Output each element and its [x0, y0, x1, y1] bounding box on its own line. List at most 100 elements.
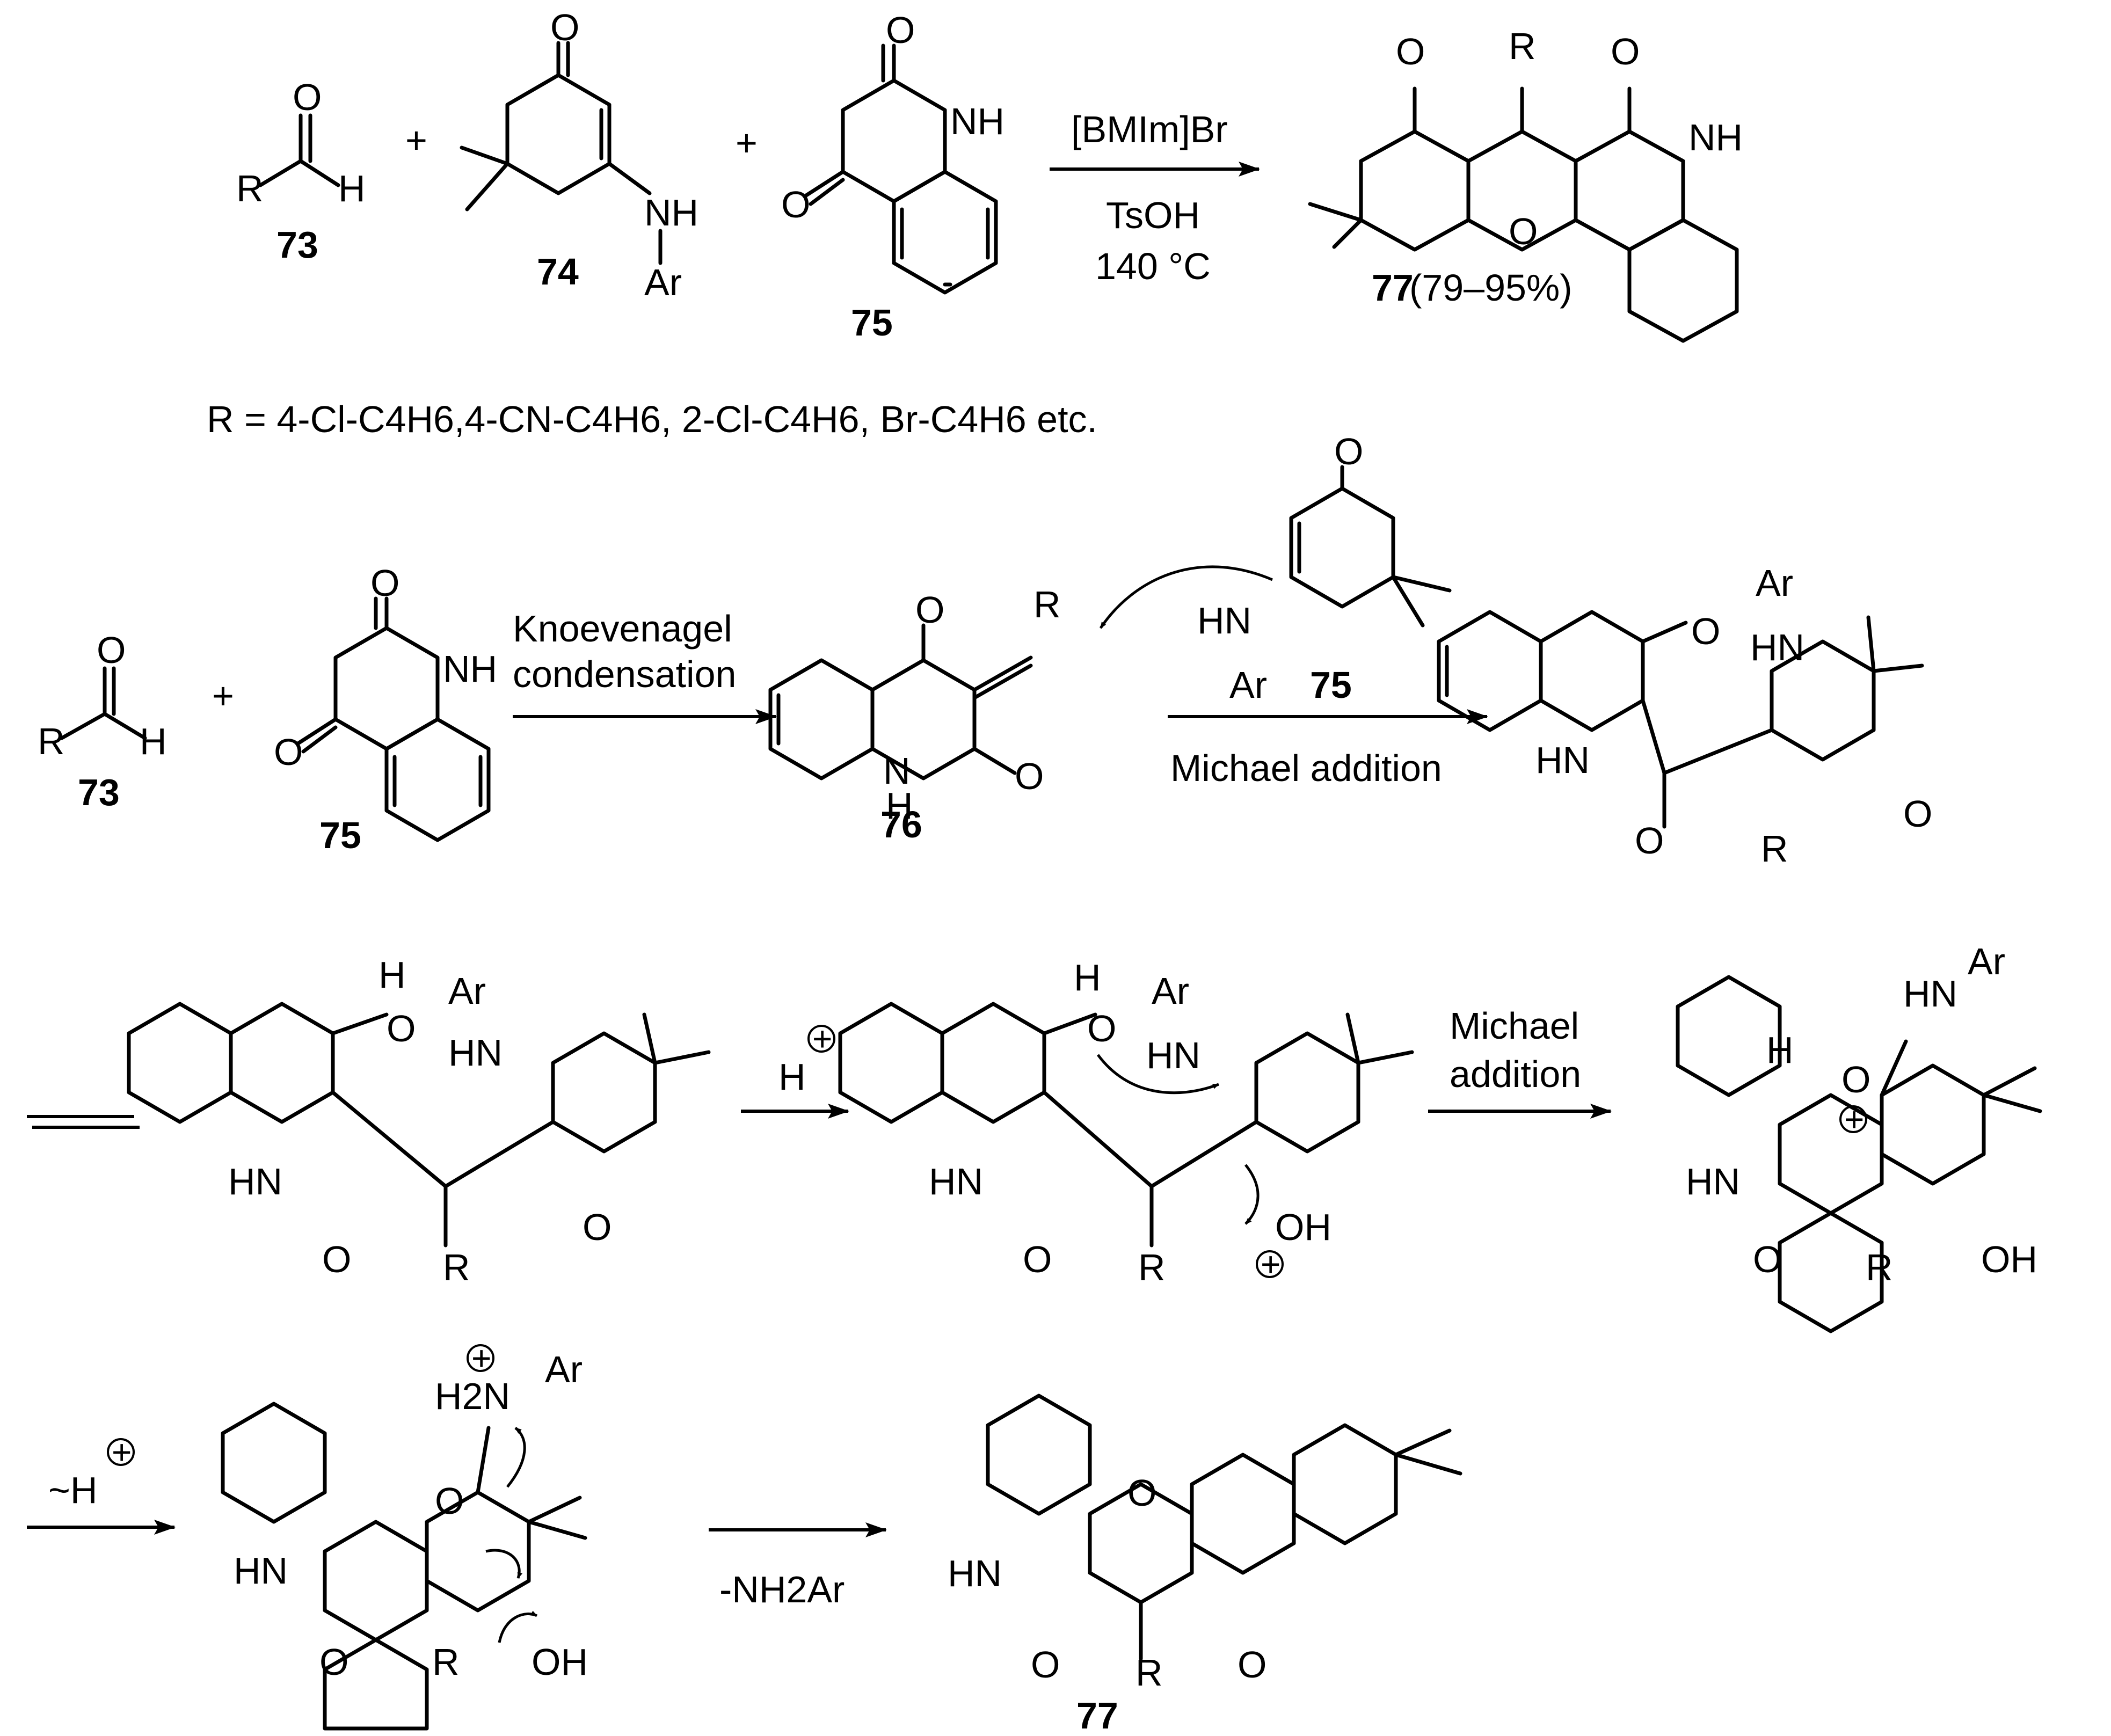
svg-text:Ar: Ar	[448, 970, 486, 1012]
svg-text:R: R	[236, 167, 264, 209]
svg-text:O: O	[274, 731, 303, 773]
svg-text:R: R	[1761, 828, 1788, 870]
row1-overall-reaction: O R H 73 + O NH Ar 74 +	[236, 6, 1743, 344]
svg-text:HN: HN	[234, 1550, 288, 1592]
svg-text:O: O	[1903, 793, 1932, 835]
svg-text:OH: OH	[532, 1641, 588, 1683]
svg-text:NH: NH	[950, 100, 1004, 142]
svg-text:HN: HN	[1535, 739, 1590, 781]
svg-text:R: R	[1135, 1652, 1163, 1694]
aldehyde-73-b: O R H 73	[38, 629, 167, 813]
svg-text:O: O	[1127, 1472, 1156, 1514]
enol-tautomer: H O Ar HN HN O R O	[127, 954, 711, 1288]
michael-arrow: Michael addition	[1168, 709, 1488, 789]
svg-text:O: O	[1611, 31, 1640, 72]
svg-text:Ar: Ar	[1756, 562, 1793, 604]
svg-text:R: R	[1138, 1246, 1166, 1288]
svg-text:O: O	[1509, 210, 1538, 252]
svg-text:O: O	[370, 562, 399, 604]
svg-text:R: R	[432, 1641, 460, 1683]
svg-text:O: O	[387, 1008, 416, 1049]
knoevenagel-arrow: Knoevenagel condensation	[513, 608, 777, 724]
ammonium-intermediate: O H2N Ar + HN O R OH	[221, 1339, 588, 1731]
enaminone-75-mechanism: O HN Ar 75	[1197, 431, 1452, 706]
label-74: 74	[537, 251, 579, 293]
svg-text:R: R	[1509, 25, 1536, 67]
svg-text:Michael addition: Michael addition	[1170, 747, 1442, 789]
svg-text:O: O	[1691, 610, 1720, 652]
svg-text:HN: HN	[1903, 973, 1957, 1015]
reaction-arrow-1: [BMIm]Br TsOH 140 °C	[1050, 108, 1260, 287]
plus-sign: +	[212, 675, 234, 717]
svg-text:O: O	[435, 1480, 464, 1522]
plus-sign: +	[736, 122, 758, 164]
svg-text:O: O	[583, 1206, 612, 1248]
equilibrium-arrows	[27, 1115, 140, 1129]
svg-text:Ar: Ar	[644, 261, 682, 303]
svg-text:O: O	[97, 629, 126, 671]
svg-text:NH: NH	[1688, 116, 1743, 158]
svg-text:H: H	[378, 954, 406, 996]
svg-text:R: R	[1866, 1246, 1893, 1288]
label-73: 73	[276, 224, 318, 266]
label-77: 77	[1372, 267, 1414, 309]
svg-text:Ar: Ar	[1229, 664, 1267, 706]
svg-text:Ar: Ar	[545, 1348, 583, 1390]
enaminone-74: O NH Ar 74	[460, 6, 698, 303]
svg-text:O: O	[293, 76, 322, 118]
svg-text:-NH2Ar: -NH2Ar	[719, 1569, 845, 1610]
row2-knoevenagel: O R H 73 + O NH O 75 Knoevenagel condens…	[38, 431, 1932, 870]
svg-text:H: H	[1074, 957, 1101, 998]
acid-label: TsOH	[1106, 194, 1200, 236]
svg-text:+: +	[471, 1339, 491, 1377]
svg-text:HN: HN	[1686, 1161, 1740, 1202]
svg-text:H: H	[140, 720, 167, 762]
svg-text:O: O	[781, 184, 810, 225]
svg-text:HN: HN	[948, 1552, 1002, 1594]
svg-text:O: O	[886, 9, 915, 51]
svg-text:Michael: Michael	[1450, 1005, 1579, 1047]
svg-text:+: +	[1261, 1245, 1280, 1283]
svg-text:+: +	[112, 1433, 132, 1471]
svg-text:Ar: Ar	[1152, 970, 1189, 1012]
label-76: 76	[880, 804, 922, 845]
temperature-label: 140 °C	[1095, 245, 1211, 287]
proton-shift-arrow: ~H +	[27, 1433, 176, 1535]
svg-text:O: O	[1841, 1059, 1870, 1100]
svg-text:O: O	[1635, 820, 1664, 862]
yield-label: (79–95%)	[1409, 267, 1573, 309]
svg-text:O: O	[1031, 1644, 1060, 1686]
svg-text:H: H	[886, 785, 913, 827]
michael-adduct: O Ar HN HN O R O	[1437, 562, 1932, 870]
label-75-c: 75	[1310, 664, 1352, 706]
michael-arrow-2: Michael addition	[1428, 1005, 1612, 1119]
svg-text:H: H	[1766, 1029, 1794, 1071]
svg-text:O: O	[915, 589, 944, 631]
svg-text:O: O	[1238, 1644, 1266, 1686]
svg-text:O: O	[1023, 1238, 1052, 1280]
row4-elimination: ~H + O H2N Ar + HN O R OH -	[27, 1339, 1462, 1736]
svg-text:Knoevenagel: Knoevenagel	[513, 608, 732, 650]
svg-text:HN: HN	[929, 1161, 983, 1202]
svg-text:N: N	[883, 750, 911, 792]
svg-text:HN: HN	[448, 1032, 503, 1074]
svg-text:H: H	[338, 167, 366, 209]
protonated-intermediate: H O Ar HN HN O R OH +	[838, 957, 1414, 1288]
svg-text:H: H	[778, 1056, 806, 1098]
spiro-intermediate: H O + HN Ar HN O R OH	[1676, 940, 2042, 1333]
product-77-bottom: O HN O R O 77	[948, 1394, 1462, 1736]
svg-text:O: O	[1753, 1238, 1782, 1280]
svg-text:NH: NH	[644, 192, 698, 234]
svg-text:O: O	[1087, 1008, 1116, 1049]
elimination-arrow: -NH2Ar	[709, 1522, 887, 1610]
aldehyde-73: O R H 73	[236, 76, 366, 266]
label-77-b: 77	[1076, 1695, 1118, 1736]
svg-text:O: O	[1015, 755, 1044, 797]
svg-text:OH: OH	[1275, 1206, 1331, 1248]
svg-text:O: O	[322, 1238, 351, 1280]
svg-text:O: O	[550, 6, 579, 48]
svg-text:HN: HN	[1750, 626, 1804, 668]
svg-text:+: +	[1844, 1100, 1864, 1139]
quinolinedione-75: O NH O 75	[781, 9, 1004, 344]
